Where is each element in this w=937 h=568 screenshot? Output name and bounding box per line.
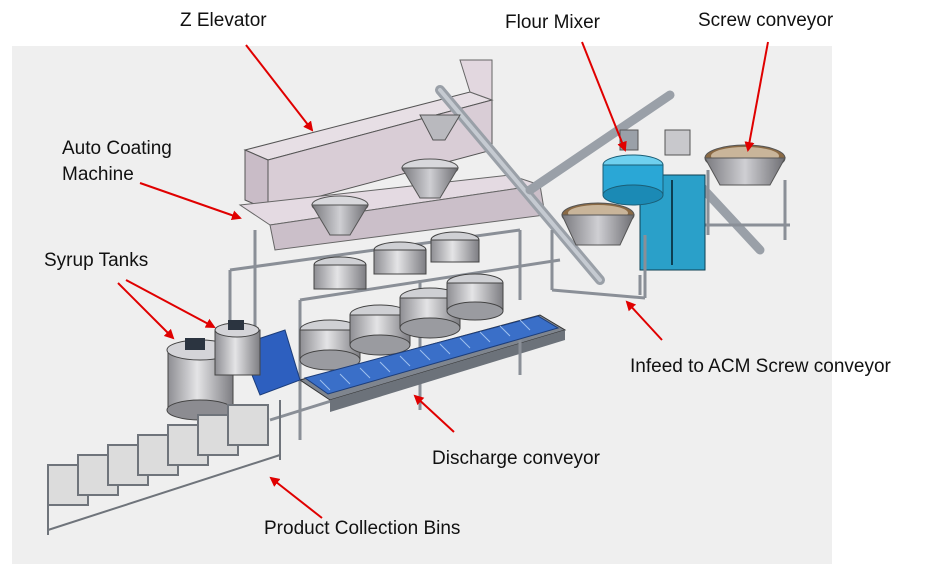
- label-syrup-tanks: Syrup Tanks: [44, 250, 149, 271]
- label-auto-coating-line1: Auto Coating: [62, 138, 172, 159]
- arrow-collection-bins: [269, 476, 323, 519]
- product-collection-bins: [47, 400, 281, 535]
- syrup-tanks: [166, 320, 261, 421]
- label-product-collection-bins: Product Collection Bins: [264, 518, 461, 539]
- callout-arrows: [117, 41, 769, 519]
- label-infeed-to-acm: Infeed to ACM Screw conveyor: [630, 356, 891, 377]
- label-flour-mixer: Flour Mixer: [505, 12, 601, 33]
- infeed-screw-tube: [435, 85, 765, 285]
- arrow-infeed: [625, 300, 663, 341]
- coating-pans: [299, 231, 504, 371]
- screw-conveyor-pan: [700, 144, 790, 240]
- arrow-z-elevator: [245, 44, 314, 132]
- arrow-auto-coating: [139, 182, 242, 221]
- label-z-elevator: Z Elevator: [180, 10, 267, 31]
- arrow-syrup-tank-2: [125, 279, 216, 328]
- label-auto-coating-line2: Machine: [62, 164, 134, 185]
- discharge-conveyor-belt: [239, 314, 567, 412]
- upper-hoppers: [311, 114, 461, 236]
- infeed-pan: [550, 202, 647, 300]
- arrow-flour-mixer: [581, 41, 627, 152]
- arrow-discharge: [413, 394, 455, 433]
- arrow-syrup-tank-1: [117, 282, 175, 340]
- label-discharge-conveyor: Discharge conveyor: [432, 448, 600, 469]
- label-screw-conveyor: Screw conveyor: [698, 10, 834, 31]
- arrow-screw-conveyor: [744, 41, 769, 152]
